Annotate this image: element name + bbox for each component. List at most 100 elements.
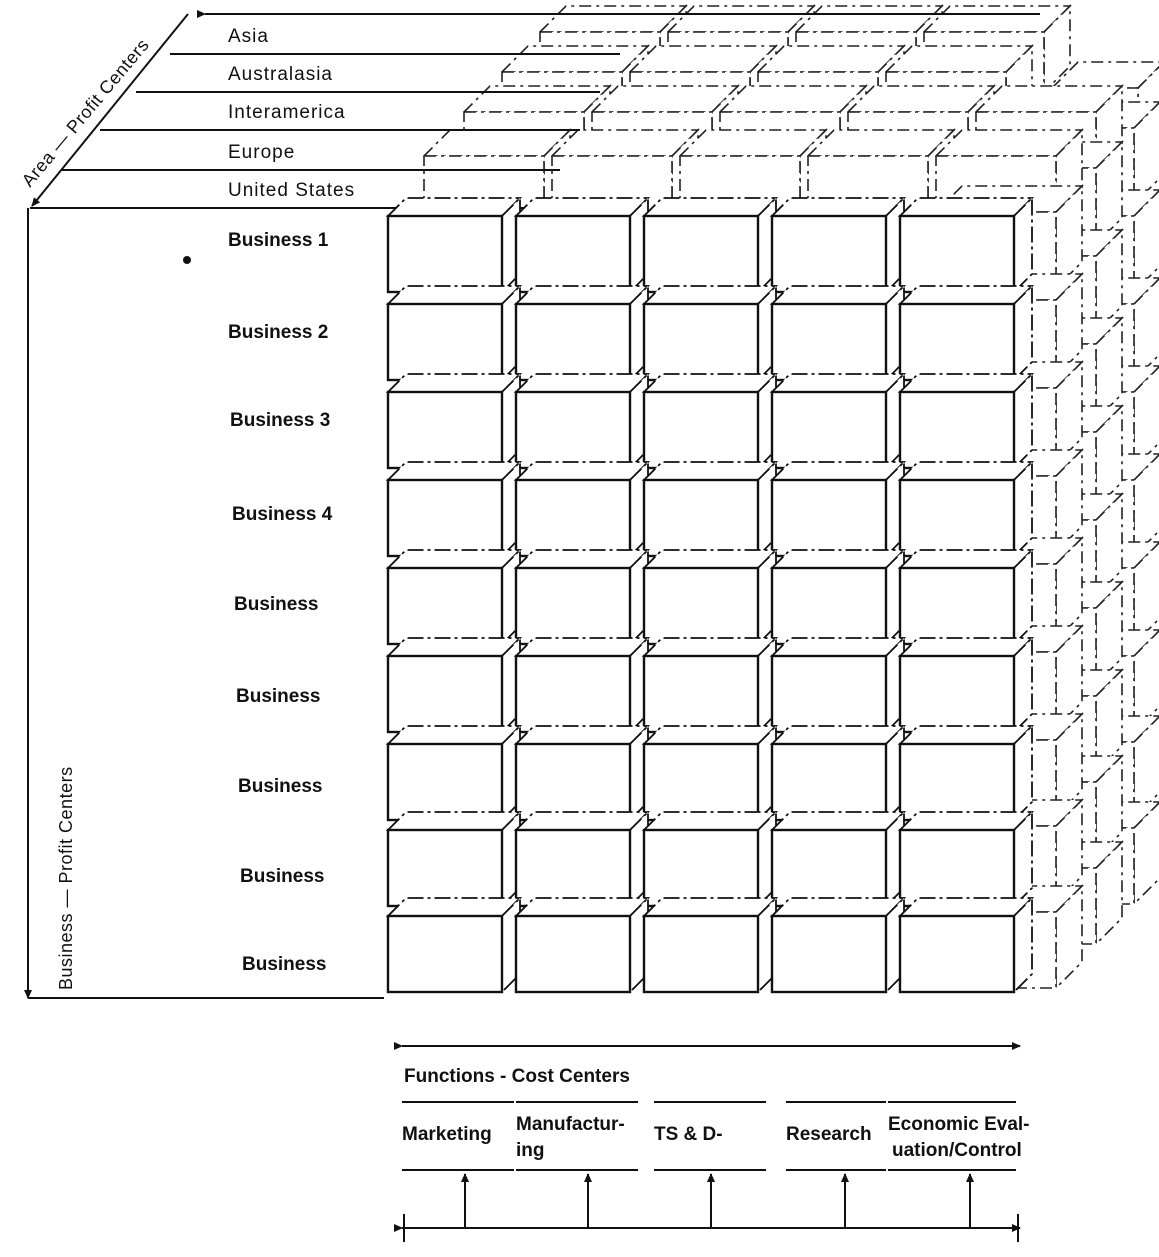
back-side-cube-side	[1055, 536, 1083, 642]
cell-front-face	[514, 390, 632, 470]
cell-side-face	[1013, 809, 1033, 909]
cell-front-face	[770, 828, 888, 908]
cell-side-face	[1013, 195, 1033, 295]
matrix-cell	[385, 283, 523, 383]
back-side-cube-side	[1133, 801, 1159, 906]
matrix-cell	[769, 283, 907, 383]
area-axis-label: Area — Profit Centers	[18, 35, 153, 191]
cell-top-face	[513, 725, 651, 745]
matrix-cell	[769, 723, 907, 823]
cell-front-face	[898, 742, 1016, 822]
cell-top-face	[641, 725, 779, 745]
matrix-cell	[641, 895, 779, 995]
cell-side-face	[1013, 283, 1033, 383]
back-side-cube-side	[1055, 798, 1083, 904]
cube-depth-layer	[422, 4, 1159, 990]
cell-front-face	[898, 654, 1016, 734]
cell-front-face	[514, 302, 632, 382]
matrix-cell	[769, 547, 907, 647]
cell-top-face	[385, 285, 523, 305]
matrix-cell	[513, 809, 651, 909]
business-label: Business	[238, 776, 322, 797]
cell-front-face	[898, 566, 1016, 646]
business-label: Business 4	[232, 504, 333, 525]
matrix-cell	[385, 195, 523, 295]
cell-front-face	[642, 654, 760, 734]
cube-front-layer	[385, 195, 1035, 995]
matrix-cell	[897, 459, 1035, 559]
matrix-cell	[513, 283, 651, 383]
cell-top-face	[385, 549, 523, 569]
function-column: Marketing	[402, 1101, 514, 1228]
cell-top-face	[769, 373, 907, 393]
function-label: Marketing	[402, 1124, 492, 1145]
back-side-cube-side	[1055, 360, 1083, 466]
back-side-cube-side	[1133, 277, 1159, 382]
back-side-cube-side	[1133, 629, 1159, 734]
cell-top-face	[897, 897, 1035, 917]
cell-front-face	[514, 566, 632, 646]
cell-top-face	[513, 637, 651, 657]
matrix-cell	[897, 809, 1035, 909]
cell-front-face	[642, 742, 760, 822]
cell-front-face	[770, 914, 888, 994]
back-side-cube-side	[1055, 448, 1083, 554]
back-side-cube-side	[1133, 715, 1159, 820]
cell-top-face	[641, 373, 779, 393]
back-side-cube-side	[1133, 101, 1159, 206]
back-side-cube-side	[1095, 492, 1123, 598]
matrix-cell	[769, 809, 907, 909]
business-label: Business	[242, 954, 326, 975]
cell-front-face	[514, 214, 632, 294]
back-side-cube-side	[1055, 624, 1083, 730]
cell-top-face	[897, 285, 1035, 305]
cell-top-face	[769, 197, 907, 217]
area-label: Asia	[228, 26, 269, 47]
business-axis: Business — Profit Centers Business 1Busi…	[24, 208, 384, 999]
function-label: Research	[786, 1124, 872, 1145]
cell-front-face	[514, 828, 632, 908]
matrix-cell	[641, 635, 779, 735]
cell-front-face	[642, 914, 760, 994]
matrix-cell	[769, 459, 907, 559]
business-label: Business	[236, 686, 320, 707]
cell-front-face	[770, 742, 888, 822]
functions-axis-label: Functions - Cost Centers	[404, 1066, 630, 1087]
area-axis-arrow	[31, 13, 189, 207]
cell-front-face	[386, 566, 504, 646]
back-side-cube-side	[1095, 316, 1123, 422]
cell-front-face	[386, 914, 504, 994]
function-column: Research	[786, 1101, 886, 1228]
matrix-cell	[769, 195, 907, 295]
matrix-cell	[513, 547, 651, 647]
cell-front-face	[898, 914, 1016, 994]
cell-front-face	[386, 214, 504, 294]
cell-front-face	[386, 302, 504, 382]
cell-top-face	[641, 897, 779, 917]
matrix-cell	[897, 195, 1035, 295]
matrix-cell	[641, 195, 779, 295]
matrix-cell	[385, 547, 523, 647]
cell-front-face	[386, 478, 504, 558]
cell-front-face	[898, 214, 1016, 294]
cell-front-face	[642, 478, 760, 558]
area-label: Australasia	[228, 64, 333, 85]
matrix-cell	[513, 459, 651, 559]
cell-top-face	[769, 461, 907, 481]
matrix-cell	[641, 371, 779, 471]
cell-front-face	[770, 478, 888, 558]
matrix-cell	[641, 283, 779, 383]
back-side-cube-side	[1095, 228, 1123, 334]
matrix-cell	[769, 635, 907, 735]
cell-top-face	[385, 197, 523, 217]
cell-top-face	[385, 811, 523, 831]
cell-top-face	[897, 811, 1035, 831]
function-label-line2: uation/Control	[892, 1140, 1022, 1161]
cell-front-face	[898, 478, 1016, 558]
cell-top-face	[641, 197, 779, 217]
matrix-cell	[897, 547, 1035, 647]
back-side-cube-side	[1133, 541, 1159, 646]
back-side-cube-side	[1133, 365, 1159, 470]
matrix-cell	[513, 371, 651, 471]
